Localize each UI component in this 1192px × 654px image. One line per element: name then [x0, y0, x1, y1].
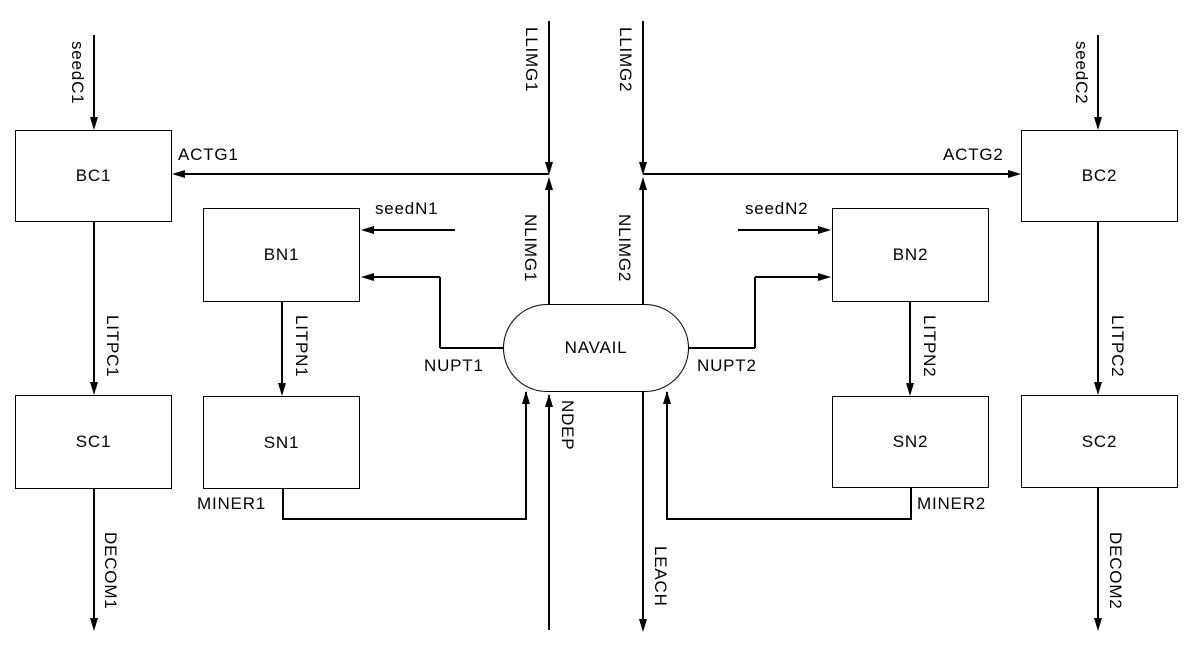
flow-miner1-label: MINER1 — [197, 494, 267, 513]
flow-nupt2-line-bottom — [688, 347, 755, 349]
flow-miner1-line-riser — [525, 392, 527, 520]
flow-seedc2-label: seedC2 — [1072, 41, 1091, 105]
node-sc2: SC2 — [1021, 395, 1178, 488]
flow-nlimg2-arrowhead-icon — [638, 177, 647, 190]
flow-nlimg1-arrowhead-icon — [544, 177, 553, 190]
flow-seedn2-label: seedN2 — [745, 199, 809, 218]
flow-miner1-arrowhead-icon — [521, 391, 530, 404]
flow-decom2-line — [1097, 488, 1099, 620]
flow-nupt2-arrowhead-icon — [818, 272, 831, 281]
flow-llimg1-line — [548, 21, 550, 163]
flow-seedn2-line — [738, 229, 819, 231]
node-sn2: SN2 — [832, 396, 989, 488]
flow-actg1-label: ACTG1 — [178, 145, 239, 164]
flow-miner2-line — [667, 518, 911, 520]
flow-actg1-arrowhead-icon — [172, 169, 185, 178]
flow-miner1-line-stub — [282, 489, 284, 520]
flow-litpc1-line — [93, 222, 95, 383]
flow-litpc2-arrowhead-icon — [1093, 382, 1102, 395]
flow-litpc1-label: LITPC1 — [103, 315, 122, 378]
flow-miner2-arrowhead-icon — [662, 391, 671, 404]
flow-litpn1-label: LITPN1 — [292, 315, 311, 378]
flow-decom2-label: DECOM2 — [1106, 532, 1125, 610]
flow-litpc2-line — [1097, 222, 1099, 383]
flow-nlimg1-line — [548, 189, 550, 304]
flow-nlimg2-label: NLIMG2 — [615, 214, 634, 283]
flow-seedn2-arrowhead-icon — [818, 225, 831, 234]
flow-actg2-line — [643, 173, 1009, 175]
flow-decom2-arrowhead-icon — [1093, 618, 1102, 631]
flow-litpc2-label: LITPC2 — [1108, 315, 1127, 378]
flow-leach-line — [642, 392, 644, 620]
flow-actg2-arrowhead-icon — [1008, 169, 1021, 178]
flow-decom1-label: DECOM1 — [101, 532, 120, 610]
flow-ndep-label: NDEP — [558, 400, 577, 451]
flow-miner2-line-stub — [910, 488, 912, 520]
flow-litpn1-arrowhead-icon — [277, 383, 286, 396]
flow-nupt1-line-riser — [439, 277, 441, 348]
node-bn1: BN1 — [203, 208, 360, 302]
flow-nupt2-line-riser — [754, 277, 756, 348]
flow-nupt1-label: NUPT1 — [424, 356, 484, 375]
flow-litpn2-arrowhead-icon — [905, 383, 914, 396]
flow-litpn2-line — [909, 302, 911, 384]
flow-nlimg2-line — [642, 189, 644, 304]
node-bc1: BC1 — [15, 130, 172, 222]
flow-seedc2-arrowhead-icon — [1093, 117, 1102, 130]
flow-llimg2-line — [642, 21, 644, 163]
flow-miner1-line — [283, 518, 526, 520]
flow-miner2-line-riser — [666, 392, 668, 520]
flow-litpn1-line — [281, 302, 283, 384]
flow-llimg2-arrowhead-icon — [638, 162, 647, 175]
flow-miner2-label: MINER2 — [917, 494, 987, 513]
flow-actg1-line — [184, 173, 549, 175]
flow-nupt1-line-top — [373, 276, 440, 278]
node-bc2: BC2 — [1021, 130, 1178, 222]
node-navail: NAVAIL — [503, 304, 689, 392]
flow-llimg1-arrowhead-icon — [544, 162, 553, 175]
flow-seedn1-line — [373, 229, 455, 231]
flow-ndep-arrowhead-icon — [544, 394, 553, 407]
flow-leach-arrowhead-icon — [638, 619, 647, 632]
flow-nlimg1-label: NLIMG1 — [521, 214, 540, 283]
flow-seedc1-arrowhead-icon — [89, 117, 98, 130]
node-bn2: BN2 — [832, 208, 989, 302]
flow-llimg2-label: LLIMG2 — [616, 27, 635, 93]
flow-leach-label: LEACH — [651, 546, 670, 607]
flow-seedc2-line — [1097, 35, 1099, 118]
flow-nupt2-label: NUPT2 — [697, 356, 757, 375]
flow-ndep-line — [548, 395, 550, 630]
flow-litpc1-arrowhead-icon — [89, 382, 98, 395]
flow-nupt1-arrowhead-icon — [361, 272, 374, 281]
flow-seedn1-arrowhead-icon — [361, 225, 374, 234]
flow-litpn2-label: LITPN2 — [920, 315, 939, 378]
flow-llimg1-label: LLIMG1 — [522, 27, 541, 93]
node-sc1: SC1 — [15, 395, 172, 489]
flow-actg2-label: ACTG2 — [943, 145, 1004, 164]
flow-nupt2-line-top — [755, 276, 819, 278]
flow-decom1-line — [93, 489, 95, 620]
node-sn1: SN1 — [203, 396, 360, 489]
flow-seedc1-label: seedC1 — [68, 41, 87, 105]
flow-nupt1-line-bottom — [440, 347, 504, 349]
flow-seedn1-label: seedN1 — [375, 199, 439, 218]
flow-seedc1-line — [93, 35, 95, 118]
flow-decom1-arrowhead-icon — [89, 618, 98, 631]
